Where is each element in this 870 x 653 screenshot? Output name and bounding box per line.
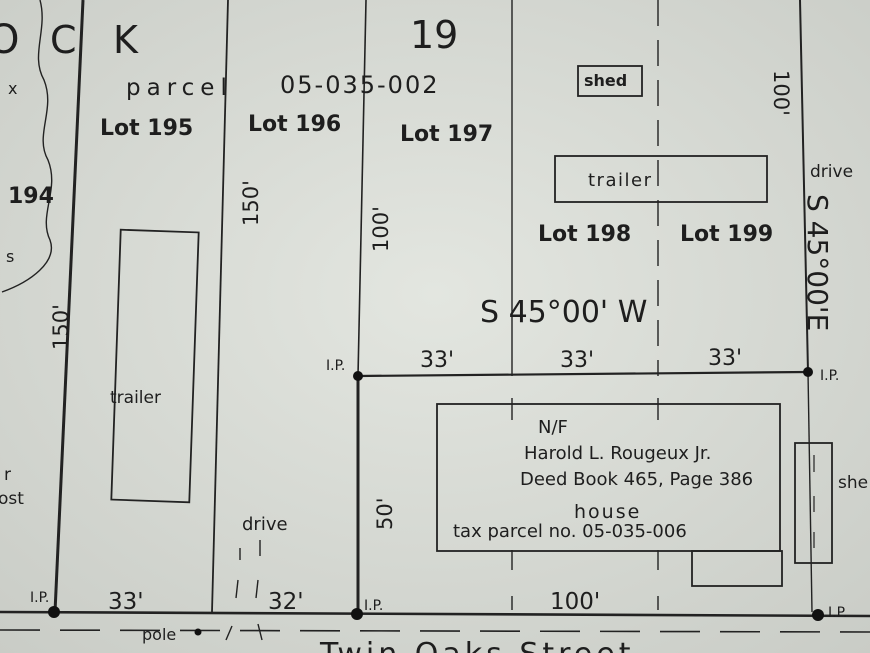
- dim-seg-33-c: 33': [708, 346, 742, 371]
- ip-dot-bottom-right: [812, 609, 824, 621]
- owner-status: N/F: [538, 417, 568, 438]
- lot-label-194: 194: [8, 184, 54, 209]
- house-annex-box: [691, 550, 783, 587]
- ip-dot-bottom-left: [48, 606, 60, 618]
- margin-x-label: x: [8, 79, 17, 98]
- trailer-left-box: [110, 228, 200, 504]
- lot-label-197: Lot 197: [400, 122, 493, 147]
- lot-label-198: Lot 198: [538, 222, 631, 247]
- dim-bearing-mid: S 45°00' W: [480, 295, 647, 330]
- margin-ost-label: ost: [0, 489, 24, 509]
- south-45-west-line: [357, 370, 809, 378]
- lot-label-199: Lot 199: [680, 222, 773, 247]
- ip-label-bottom-right: I.P.: [828, 605, 847, 621]
- dim-left-150: 150': [49, 304, 73, 350]
- parcel-label: parcel: [126, 75, 233, 101]
- shed-top-label: shed: [584, 71, 627, 90]
- dim-lot197-100: 100': [369, 206, 393, 252]
- ip-dot-top-right: [803, 367, 813, 377]
- block-letter-o: O: [0, 17, 19, 63]
- margin-r-label: r: [4, 465, 11, 485]
- dim-bottom-32: 32': [268, 589, 304, 615]
- parcel-number: 05-035-002: [280, 71, 439, 99]
- ip-label-bottom-left: I.P.: [30, 590, 49, 606]
- east-boundary-line: [799, 0, 809, 373]
- block-number: 19: [410, 13, 458, 57]
- owner-tax-parcel: tax parcel no. 05-035-006: [453, 521, 687, 542]
- ip-label-top-right: I.P.: [820, 368, 839, 384]
- lot195-196-line: [211, 0, 229, 613]
- dim-depth-50: 50': [373, 498, 397, 531]
- dim-bottom-33: 33': [108, 589, 144, 615]
- trailer-top-label: trailer: [588, 170, 652, 191]
- shed-right-box: [794, 442, 833, 564]
- ip-dot-bottom-mid: [351, 608, 363, 620]
- street-edge-dashed-line: [0, 629, 870, 633]
- drive-right-label: drive: [810, 162, 853, 182]
- dim-seg-33-a: 33': [420, 348, 454, 373]
- iron-pins: [48, 367, 824, 636]
- left-boundary-line: [53, 0, 85, 613]
- trailer-top-box: [554, 155, 768, 203]
- structures: [110, 65, 833, 587]
- owner-name: Harold L. Rougeux Jr.: [524, 443, 711, 464]
- lot-label-196: Lot 196: [248, 112, 341, 137]
- dim-lot196-150: 150': [239, 180, 263, 226]
- house-label: house: [574, 501, 641, 523]
- dim-bottom-100: 100': [550, 589, 600, 615]
- lot196-197-line: [357, 0, 367, 377]
- house-box: [436, 403, 781, 552]
- margin-s-label: s: [6, 247, 14, 266]
- drive-bottom-label: drive: [242, 514, 288, 535]
- ip-dot-top-left: [353, 371, 363, 381]
- far-east-line: [807, 371, 813, 613]
- street-name: Twin Oaks Street: [319, 637, 634, 653]
- block-letter-k: K: [113, 18, 139, 62]
- street-frontage-line: [0, 610, 870, 618]
- shed-top-box: [577, 65, 643, 97]
- block-letter-c: C: [50, 18, 77, 62]
- dim-top-right-100: 100': [769, 70, 793, 116]
- pole-label: pole: [142, 625, 176, 644]
- pole-dot: [194, 628, 202, 636]
- ip-label-bottom-mid: I.P.: [364, 598, 383, 614]
- shed-right-label: she: [838, 473, 868, 493]
- owner-deed: Deed Book 465, Page 386: [520, 469, 753, 490]
- dim-bearing-right: S 45°00'E: [801, 194, 834, 331]
- wavy-boundary-line: [1, 0, 53, 293]
- ip-label-top-left: I.P.: [326, 358, 345, 374]
- dim-seg-33-b: 33': [560, 348, 594, 373]
- trailer-left-label: trailer: [110, 388, 161, 408]
- lot-label-195: Lot 195: [100, 116, 193, 141]
